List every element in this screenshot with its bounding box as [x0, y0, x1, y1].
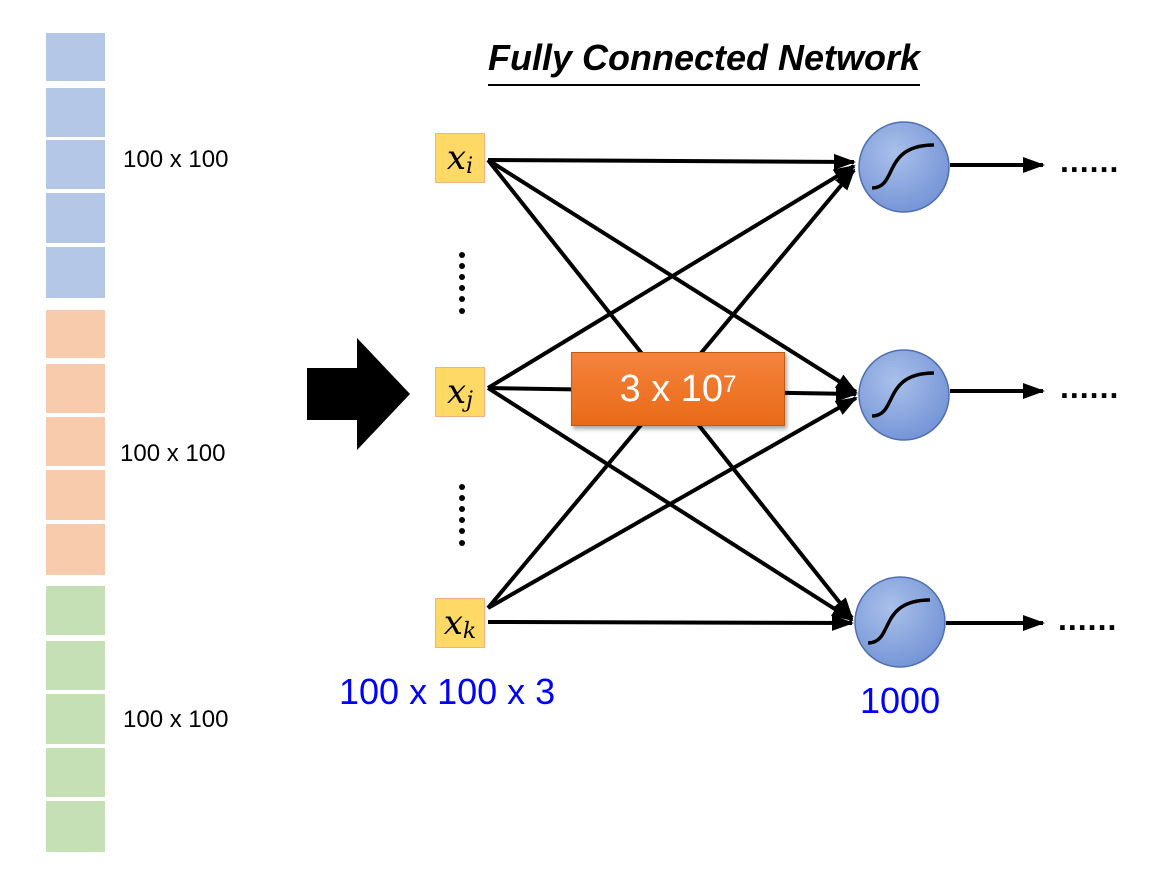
vector-cell — [46, 140, 105, 189]
connection-line — [486, 164, 856, 390]
parameter-base: 3 x 10 — [619, 367, 724, 410]
vector-cell — [46, 193, 105, 243]
input-subscript: k — [462, 618, 477, 644]
input-var: x — [443, 603, 463, 643]
vector-cell — [46, 641, 105, 690]
sigmoid-icon — [871, 143, 935, 190]
channel-size-label: 100 x 100 — [123, 146, 229, 173]
neuron — [858, 349, 950, 441]
connection-line — [487, 614, 854, 631]
connection-line — [487, 396, 858, 610]
output-continuation: ...... — [1060, 143, 1120, 179]
transform-arrow — [307, 338, 410, 450]
diagram-title: Fully Connected Network — [488, 38, 921, 86]
vector-cell — [46, 417, 105, 466]
vector-cell — [46, 748, 105, 797]
input-subscript: i — [466, 153, 474, 179]
input-dimension-label: 100 x 100 x 3 — [339, 671, 556, 712]
output-continuation: ...... — [1060, 369, 1120, 405]
vector-cell — [46, 247, 105, 298]
parameter-exponent: 7 — [723, 371, 737, 398]
sigmoid-icon — [867, 598, 931, 645]
channel-size-label: 100 x 100 — [123, 706, 229, 733]
vector-cell — [46, 586, 105, 635]
sigmoid-icon — [871, 371, 935, 418]
vector-cell — [46, 310, 105, 358]
input-var: x — [446, 138, 467, 178]
neuron — [858, 121, 950, 213]
neuron-count-label: 1000 — [860, 680, 941, 721]
vector-cell — [46, 694, 105, 744]
input-subscript: j — [466, 387, 473, 413]
neuron — [854, 576, 946, 668]
channel-size-label: 100 x 100 — [120, 440, 226, 467]
vector-cell — [46, 33, 105, 81]
output-continuation: ...... — [1058, 601, 1118, 637]
vector-cell — [46, 470, 105, 520]
vector-cell — [46, 524, 105, 575]
connection-line — [487, 153, 856, 170]
vector-cell — [46, 364, 105, 413]
input-var: x — [446, 372, 467, 412]
vector-cell — [46, 801, 105, 852]
vector-cell — [46, 88, 105, 137]
